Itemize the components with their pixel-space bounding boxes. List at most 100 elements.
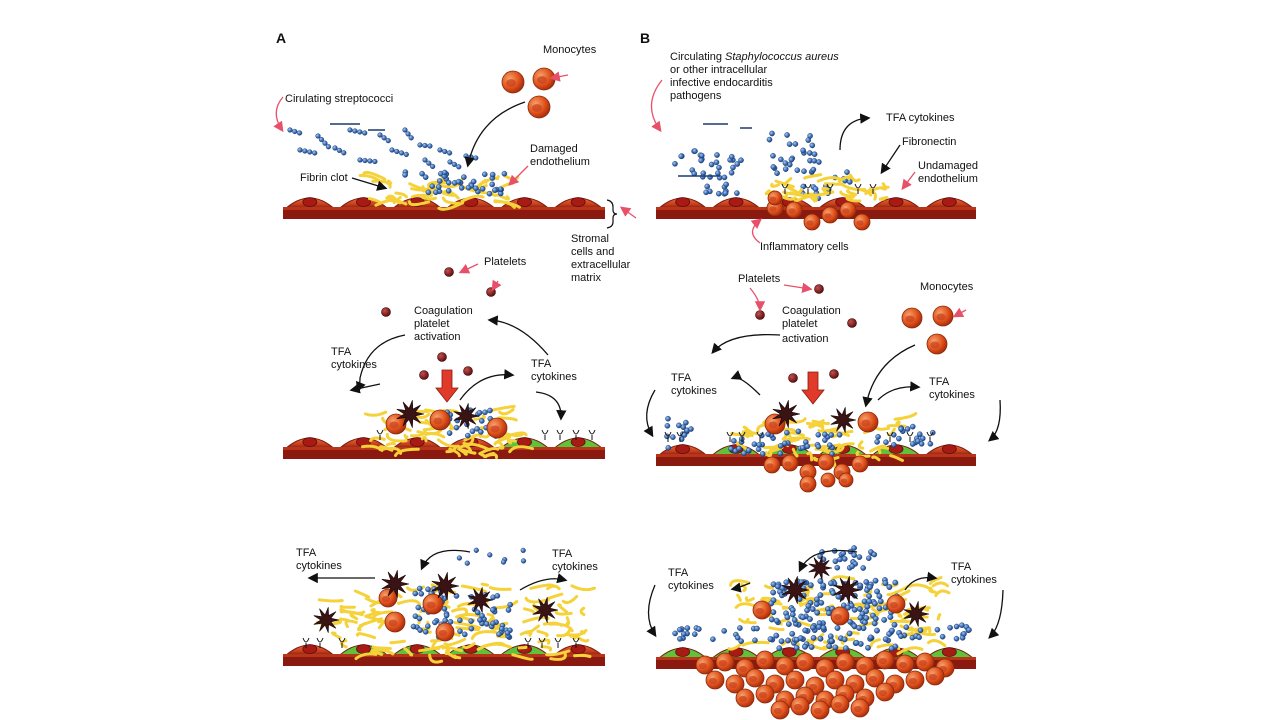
- label-a-damaged-1: Damaged: [530, 143, 578, 155]
- bacterium: [498, 626, 505, 632]
- fibrin-strand: [339, 608, 366, 615]
- fibrin-strand: [457, 447, 468, 456]
- fibrin-strand: [546, 584, 561, 591]
- bacteria-cluster: [672, 625, 760, 644]
- bacterium: [898, 633, 904, 640]
- bacterium: [389, 147, 395, 153]
- monocyte: [830, 694, 850, 714]
- bacterium: [865, 644, 871, 651]
- bacterium: [886, 584, 893, 590]
- fibrin-strand: [783, 436, 811, 442]
- bacterium: [487, 552, 493, 558]
- fibrin-strand: [924, 626, 931, 633]
- cell-nucleus: [941, 647, 957, 657]
- bacterium: [810, 635, 817, 641]
- monocyte-nucleus: [848, 681, 858, 689]
- monocyte-nucleus: [856, 220, 864, 226]
- bacterium: [325, 144, 332, 150]
- cell-nucleus: [675, 197, 691, 207]
- bacterium: [478, 418, 485, 424]
- monocyte: [378, 588, 398, 608]
- bacterium: [672, 630, 678, 637]
- bacterium: [476, 409, 483, 416]
- bacterium: [782, 160, 789, 166]
- bacterium: [770, 152, 776, 159]
- bacterium: [795, 428, 802, 435]
- bacterium: [875, 433, 881, 440]
- basement-line: [656, 657, 976, 660]
- fibrin-strand: [931, 581, 949, 588]
- bacterium: [800, 147, 806, 154]
- fibrin-strand: [857, 440, 865, 450]
- monocyte-nucleus: [889, 601, 899, 609]
- bacterium: [828, 638, 835, 644]
- bacterium: [315, 133, 321, 139]
- fibrin-strand: [389, 639, 406, 645]
- fibrin-strand: [353, 589, 371, 599]
- monocyte-nucleus: [840, 478, 848, 484]
- monocyte: [752, 600, 772, 620]
- bacterium: [731, 438, 737, 444]
- monocyte: [785, 201, 803, 219]
- bacterium: [362, 157, 368, 164]
- bacterium: [816, 624, 822, 630]
- fibrin-strand: [561, 595, 579, 605]
- fibrin-strand: [397, 599, 422, 607]
- activated-platelet: [781, 576, 810, 604]
- fibrin-strand: [508, 445, 534, 454]
- cell-nucleus: [941, 197, 957, 207]
- platelet: [381, 307, 391, 317]
- bacteria-cluster: [728, 428, 843, 457]
- monocyte-nucleus: [861, 419, 871, 427]
- bacterium: [817, 578, 824, 584]
- bacterium: [432, 619, 438, 626]
- fibrin-strand: [441, 645, 463, 653]
- bacterium: [810, 624, 816, 631]
- fibrin-strand: [363, 410, 388, 417]
- monocyte-nucleus: [854, 462, 862, 468]
- bacterium: [312, 150, 318, 156]
- bacterium: [422, 157, 428, 163]
- bacterium: [422, 629, 429, 635]
- receptor: [869, 183, 877, 194]
- arrow-a2-tfa-down: [535, 391, 567, 421]
- bacterium: [851, 552, 858, 558]
- bacterium: [769, 130, 775, 137]
- monocyte-nucleus: [438, 629, 448, 637]
- bacterium: [670, 434, 676, 440]
- bacterium: [782, 166, 789, 172]
- fibrin-strand: [570, 584, 596, 592]
- bacterium: [770, 589, 777, 596]
- bacterium: [866, 555, 872, 562]
- monocyte-nucleus: [802, 482, 810, 488]
- bacterium: [357, 157, 363, 163]
- fibrin-strand: [783, 177, 793, 186]
- label-a-stromal-4: matrix: [571, 272, 601, 284]
- bacterium: [707, 174, 713, 180]
- arrow-a2-tfa-right: [459, 369, 515, 401]
- fibrin-strand: [426, 180, 447, 187]
- receptor: [854, 183, 862, 194]
- arrow-stromal-label: [619, 206, 637, 219]
- bacterium: [728, 445, 734, 452]
- fibrin-strand: [524, 596, 550, 604]
- bacteria-cluster: [402, 169, 508, 197]
- monocyte: [695, 655, 715, 675]
- bacterium: [352, 128, 358, 134]
- label-b-inflammatory-cells: Inflammatory cells: [760, 241, 849, 253]
- bacterium: [398, 150, 405, 156]
- bacterium: [377, 132, 383, 138]
- bacterium: [715, 170, 721, 176]
- cell-nucleus: [409, 437, 425, 447]
- arrow-streptococci-label: [273, 96, 284, 133]
- activated-platelet: [903, 601, 930, 627]
- receptor: [726, 431, 734, 442]
- bacterium: [430, 163, 436, 170]
- bacterium: [394, 148, 400, 155]
- monocyte: [901, 307, 923, 329]
- fibrin-strand: [849, 173, 861, 183]
- activated-platelet: [808, 556, 833, 580]
- bacterium: [767, 636, 774, 642]
- bacterium: [680, 631, 687, 637]
- monocyte-nucleus: [506, 79, 516, 87]
